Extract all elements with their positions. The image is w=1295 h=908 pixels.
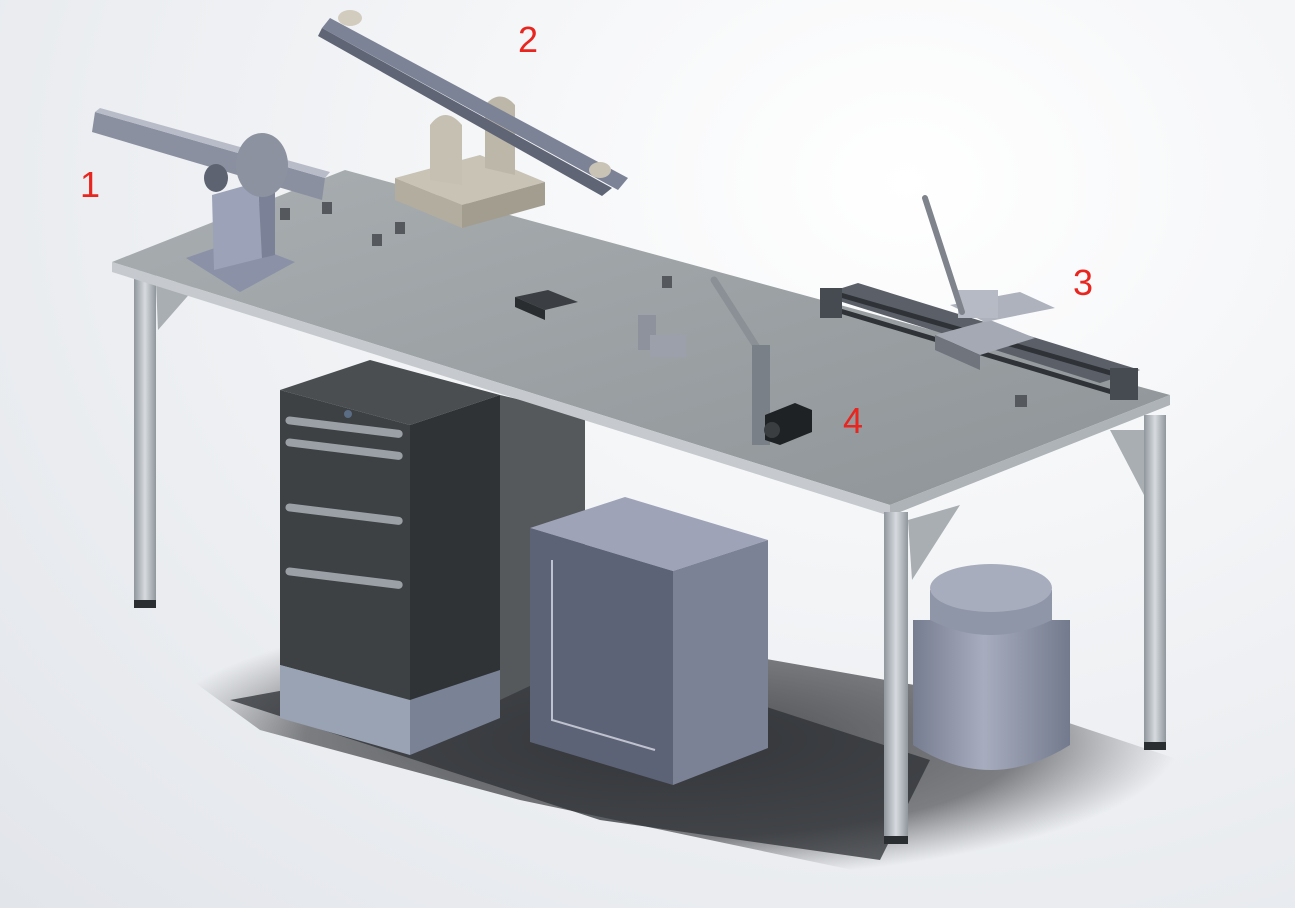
station-2-tilt-rail — [318, 10, 628, 228]
tool-cabinet — [280, 360, 585, 755]
station-3-linear-slide — [820, 195, 1140, 400]
table-leg-back-left — [134, 270, 200, 608]
callout-label-4: 4 — [843, 400, 864, 441]
table-fixtures — [280, 202, 1027, 407]
electrical-box — [530, 497, 768, 785]
station-1-actuator — [92, 108, 330, 292]
table-leg-front-right — [884, 505, 960, 844]
callout-label-2: 2 — [518, 19, 539, 60]
callout-label-3: 3 — [1073, 262, 1094, 303]
storage-drum — [913, 564, 1070, 770]
station-4-servo-arm — [710, 276, 812, 445]
callout-label-1: 1 — [80, 164, 101, 205]
table-leg-back-right — [1110, 415, 1166, 750]
